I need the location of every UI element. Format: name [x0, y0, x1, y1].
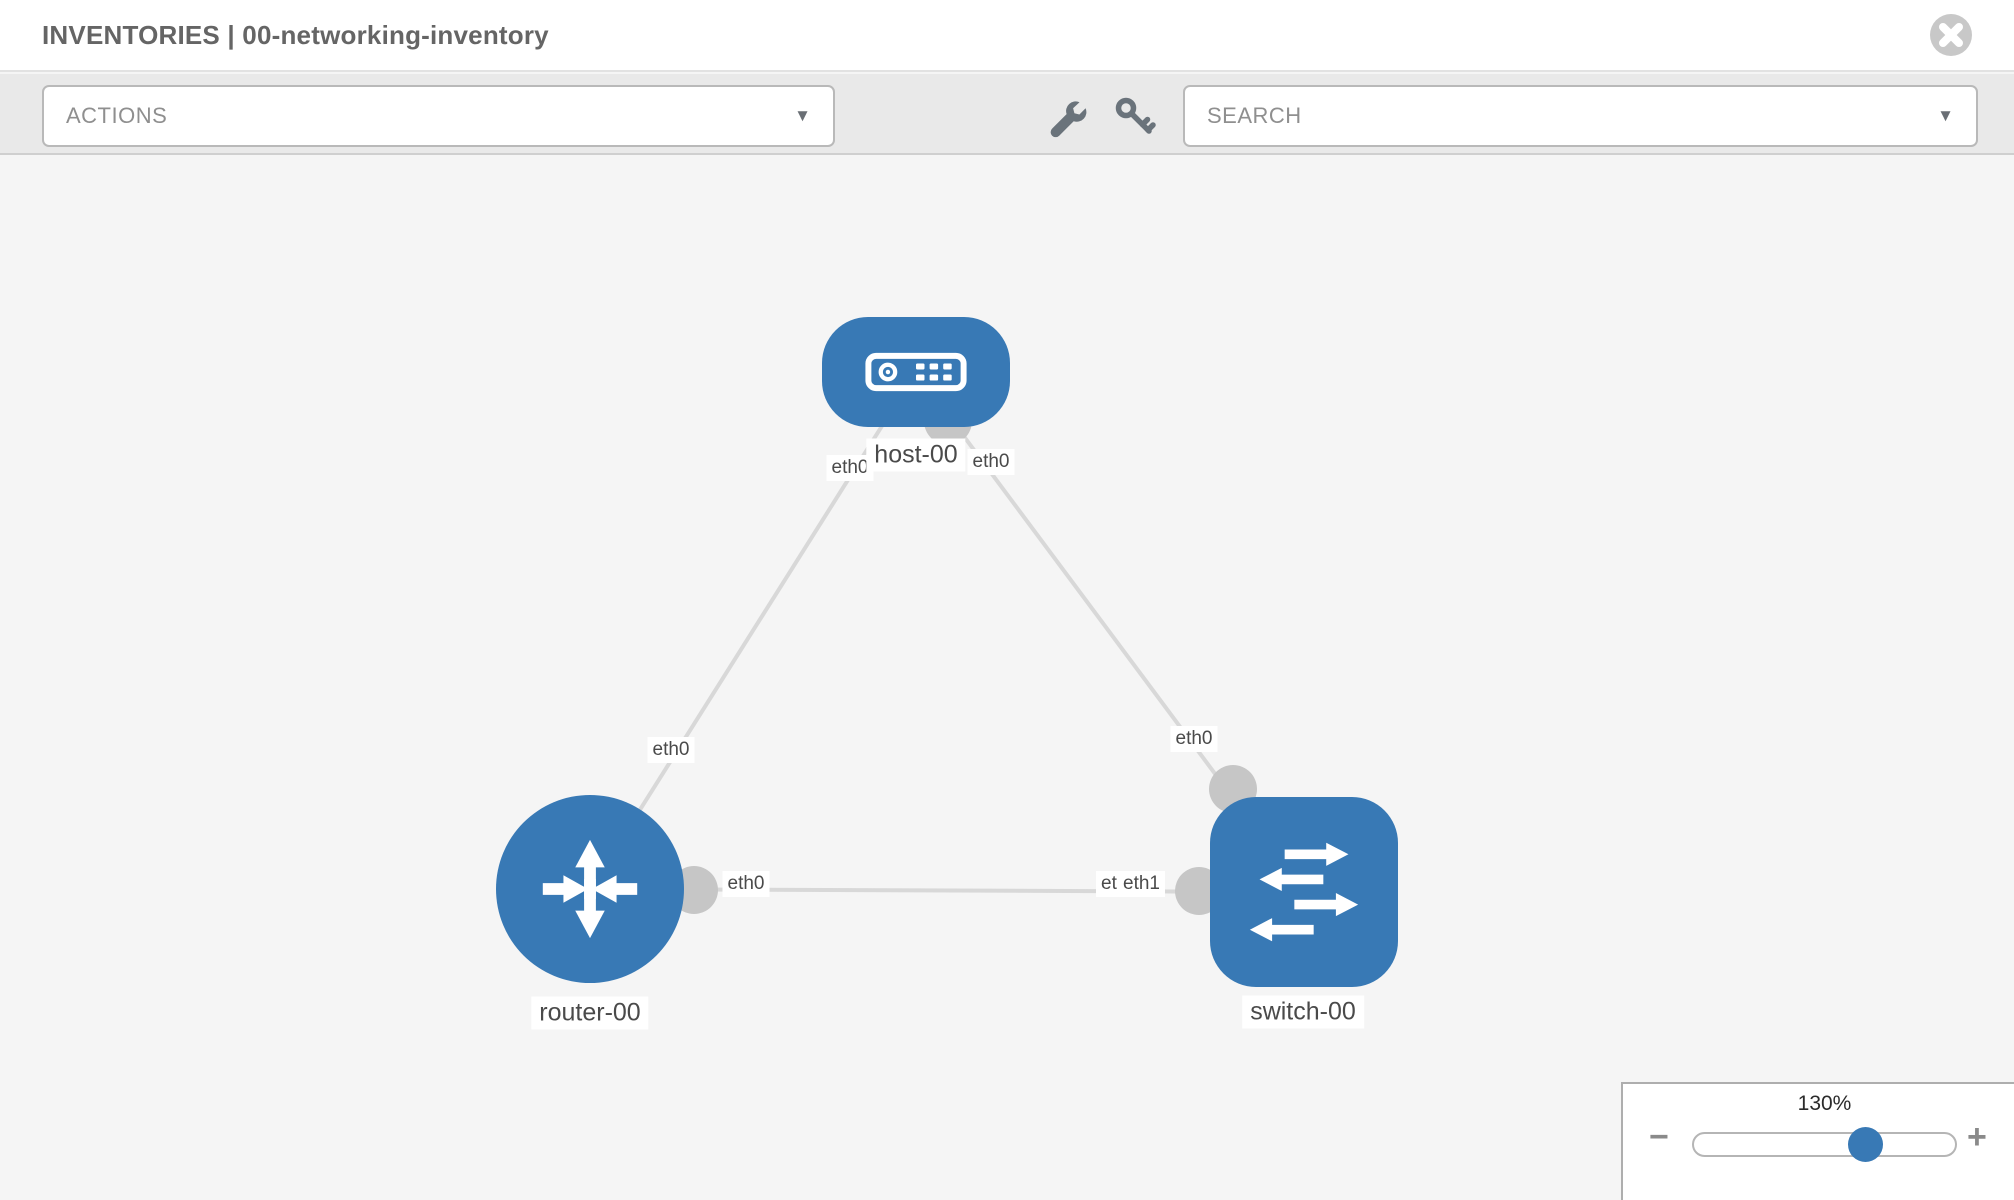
zoom-in-button[interactable]: + — [1967, 1118, 1987, 1156]
header: INVENTORIES | 00-networking-inventory — [0, 0, 2014, 72]
iface-label-host-left: eth0 — [826, 455, 874, 481]
node-router-00[interactable] — [496, 795, 684, 983]
toolbar: ACTIONS ▼ SEARCH ▼ — [0, 74, 2014, 155]
node-switch-00[interactable] — [1210, 797, 1398, 987]
zoom-panel: 130% − + — [1621, 1082, 2014, 1200]
topology-links — [588, 370, 1305, 894]
node-label-router: router-00 — [531, 996, 649, 1030]
iface-label-switch-top: eth0 — [1170, 726, 1218, 752]
chevron-down-icon: ▼ — [794, 106, 811, 125]
switch-icon — [1249, 842, 1359, 942]
wrench-button[interactable] — [1040, 92, 1090, 142]
close-button[interactable] — [1930, 14, 1972, 56]
search-placeholder: SEARCH — [1207, 103, 1302, 128]
node-label-host: host-00 — [866, 438, 966, 472]
actions-dropdown[interactable]: ACTIONS ▼ — [42, 85, 835, 147]
page-title: INVENTORIES | 00-networking-inventory — [42, 20, 549, 50]
node-host-00[interactable] — [822, 317, 1010, 427]
iface-label-switch-left: eth1 — [1118, 871, 1165, 897]
iface-label-host-right: eth0 — [967, 449, 1015, 475]
close-icon — [1939, 23, 1963, 47]
search-dropdown[interactable]: SEARCH ▼ — [1183, 85, 1978, 147]
chevron-down-icon: ▼ — [1937, 106, 1954, 125]
wrench-icon — [1050, 101, 1087, 138]
iface-label-router-right: eth0 — [722, 871, 770, 897]
node-label-switch: switch-00 — [1242, 995, 1364, 1029]
key-button[interactable] — [1110, 92, 1160, 142]
actions-dropdown-label: ACTIONS — [66, 103, 168, 128]
zoom-slider-track[interactable] — [1692, 1127, 1957, 1162]
host-icon — [865, 352, 967, 392]
iface-label-router-top: eth0 — [647, 737, 695, 763]
router-icon — [542, 839, 638, 939]
key-icon — [1115, 97, 1156, 134]
zoom-level: 130% — [1797, 1092, 1852, 1115]
topology-canvas[interactable]: host-00 router-00 switch-00 eth0 eth0 et… — [0, 157, 2014, 1200]
zoom-out-button[interactable]: − — [1649, 1118, 1669, 1156]
zoom-slider-thumb[interactable] — [1848, 1127, 1883, 1162]
